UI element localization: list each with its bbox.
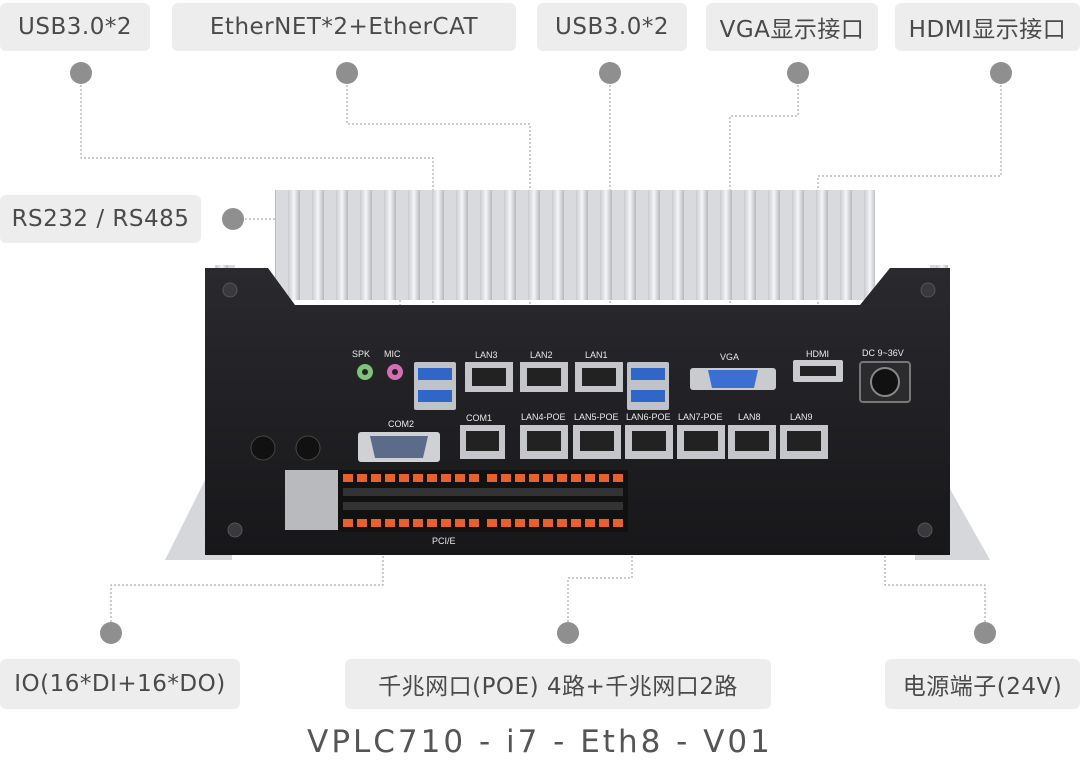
callout-dot-power [974, 622, 996, 644]
panel-label-com2: COM2 [388, 419, 415, 429]
callout-dot-vga [787, 62, 809, 84]
panel-label-pcie: PCI/E [432, 536, 456, 546]
callout-usb-left: USB3.0*2 [0, 3, 150, 51]
callout-dot-usb-left [70, 62, 92, 84]
callout-dot-io [100, 622, 122, 644]
panel-label-vga: VGA [720, 352, 740, 362]
panel-label-dc: DC 9~36V [862, 348, 904, 358]
panel-label-spk: SPK [352, 349, 371, 359]
panel-label-lan5: LAN5-POE [574, 412, 619, 422]
callout-hdmi: HDMI显示接口 [895, 3, 1080, 51]
callout-dot-rs232 [222, 208, 244, 230]
callout-io: IO(16*DI+16*DO) [0, 659, 240, 709]
panel-label-lan8: LAN8 [738, 412, 761, 422]
callout-vga: VGA显示接口 [706, 3, 878, 51]
panel-label-lan9: LAN9 [790, 412, 813, 422]
panel-label-com1: COM1 [466, 413, 493, 423]
model-name: VPLC710 - i7 - Eth8 - V01 [307, 724, 773, 760]
callout-lan-poe: 千兆网口(POE) 4路+千兆网口2路 [345, 659, 771, 709]
panel-label-lan2: LAN2 [530, 350, 553, 360]
callout-ethernet: EtherNET*2+EtherCAT [172, 3, 516, 51]
callout-rs232: RS232 / RS485 [0, 195, 201, 243]
panel-label-lan6: LAN6-POE [626, 412, 671, 422]
callout-dot-hdmi [990, 62, 1012, 84]
callout-dot-lan-poe [557, 622, 579, 644]
callout-dot-usb-mid [599, 62, 621, 84]
panel-label-lan7: LAN7-POE [678, 412, 723, 422]
callout-power: 电源端子(24V) [885, 659, 1080, 709]
panel-label-mic: MIC [384, 349, 401, 359]
panel-label-lan3: LAN3 [475, 350, 498, 360]
callout-usb-mid: USB3.0*2 [537, 3, 687, 51]
panel-label-hdmi: HDMI [806, 349, 829, 359]
panel-label-lan1: LAN1 [585, 350, 608, 360]
callout-dot-ethernet [336, 62, 358, 84]
panel-label-lan4: LAN4-POE [521, 412, 566, 422]
